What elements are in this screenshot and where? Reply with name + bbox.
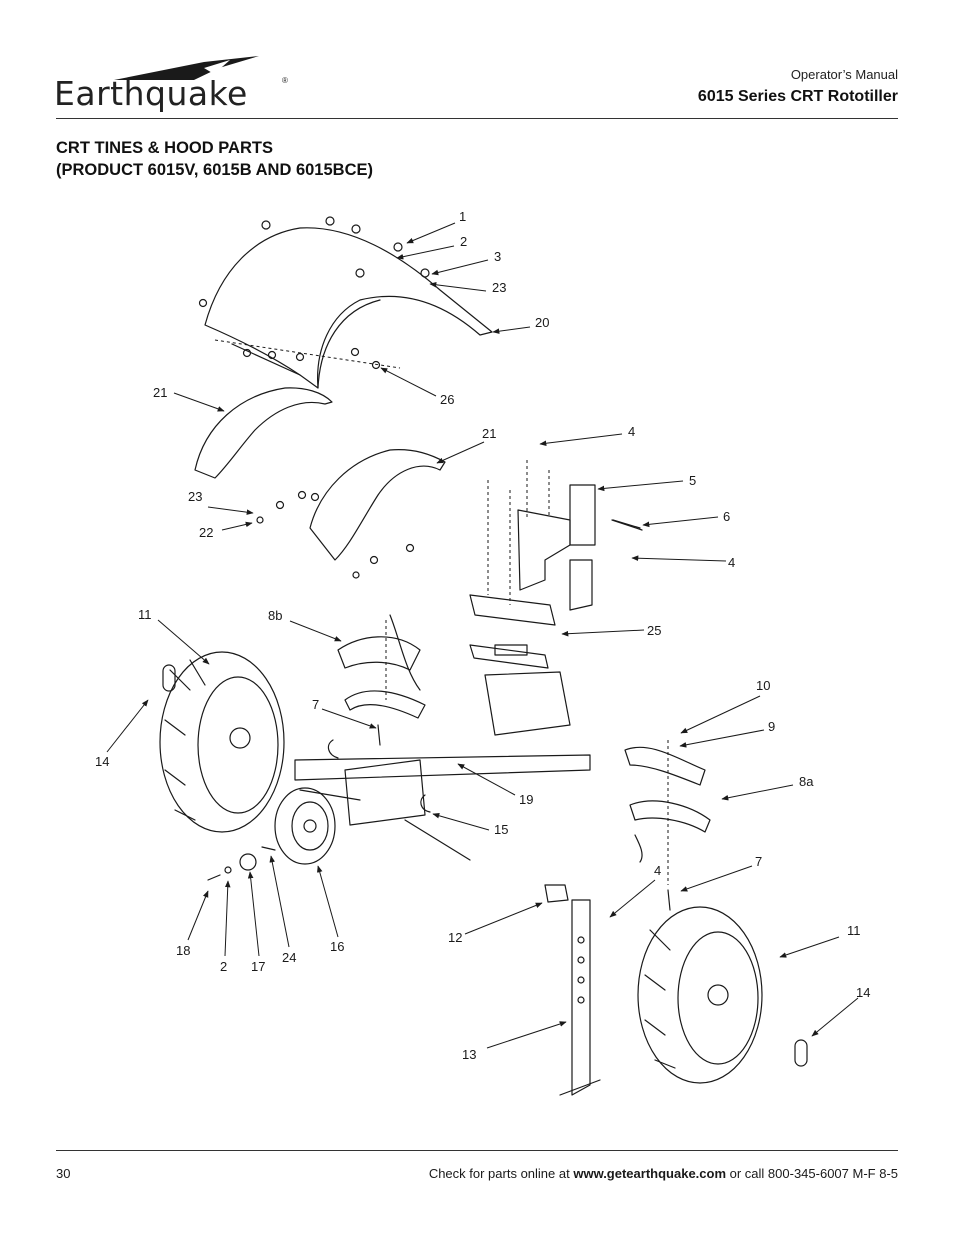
manual-label: Operator’s Manual	[790, 67, 898, 82]
header-divider	[56, 118, 898, 119]
callout-2-lower: 2	[220, 959, 227, 974]
tine-axle-assembly	[294, 671, 591, 861]
callout-4-lower: 4	[728, 555, 735, 570]
series-title: 6015 Series CRT Rototiller	[697, 88, 898, 105]
callout-20: 20	[535, 315, 549, 330]
callout-26: 26	[440, 392, 454, 407]
callout-12: 12	[448, 930, 462, 945]
logo-swoosh-icon	[114, 56, 259, 80]
footer-note: Check for parts online at www.getearthqu…	[429, 1166, 898, 1181]
callout-7-right: 7	[755, 854, 762, 869]
page-title-line1: CRT TINES & HOOD PARTS	[56, 139, 273, 157]
callout-17: 17	[251, 959, 265, 974]
callout-2: 2	[460, 234, 467, 249]
registered-mark: ®	[282, 76, 288, 85]
callout-21: 21	[153, 385, 167, 400]
callout-4-depth: 4	[654, 863, 661, 878]
callout-22: 22	[199, 525, 213, 540]
wheel-right	[637, 906, 763, 1084]
gearbox-gaskets	[469, 594, 556, 669]
brand-name: Earthquake	[54, 74, 248, 113]
callout-1: 1	[459, 209, 466, 224]
small-hardware	[162, 519, 808, 1067]
footer-note-suffix: or call 800-345-6007 M-F 8-5	[729, 1166, 898, 1181]
callout-4: 4	[628, 424, 635, 439]
callout-19: 19	[519, 792, 533, 807]
side-shield-right	[309, 449, 446, 561]
side-shield-left	[194, 387, 333, 479]
callout-9: 9	[768, 719, 775, 734]
callout-25: 25	[647, 623, 661, 638]
callout-23: 23	[492, 280, 506, 295]
callout-10: 10	[756, 678, 770, 693]
brand-logo: Earthquake ®	[54, 54, 294, 113]
callout-3: 3	[494, 249, 501, 264]
alignment-lines	[214, 339, 669, 885]
page-title: CRT TINES & HOOD PARTS (PRODUCT 6015V, 6…	[56, 137, 373, 181]
callout-13: 13	[462, 1047, 476, 1062]
wheel-left	[159, 651, 285, 833]
hitch-bracket	[517, 484, 641, 611]
callout-18: 18	[176, 943, 190, 958]
tiller-hood	[204, 227, 493, 389]
callout-23-lower: 23	[188, 489, 202, 504]
header-right: Operator’s Manual 6015 Series CRT Rototi…	[698, 67, 898, 106]
callout-7: 7	[312, 697, 319, 712]
footer-note-prefix: Check for parts online at	[428, 1166, 570, 1181]
callout-15: 15	[494, 822, 508, 837]
page-title-line2: (PRODUCT 6015V, 6015B AND 6015BCE)	[56, 161, 373, 179]
callout-leaders	[106, 222, 859, 1049]
callout-6: 6	[723, 509, 730, 524]
pulley	[274, 787, 336, 865]
callout-11-right: 11	[847, 923, 861, 938]
tine-set-8a	[624, 746, 711, 863]
callout-16: 16	[330, 939, 344, 954]
depth-bar	[544, 884, 601, 1096]
callout-8b: 8b	[268, 608, 282, 623]
footer-divider	[56, 1150, 898, 1151]
callout-11: 11	[138, 607, 152, 622]
callout-5: 5	[689, 473, 696, 488]
callout-24: 24	[282, 950, 296, 965]
footer-website-link[interactable]: www.getearthquake.com	[573, 1166, 727, 1181]
callout-14-right: 14	[856, 985, 870, 1000]
tine-set-8b	[337, 614, 426, 719]
callout-8a: 8a	[799, 774, 814, 789]
hood-bolts	[198, 216, 430, 579]
callout-14: 14	[95, 754, 109, 769]
page-number: 30	[56, 1166, 71, 1181]
callout-21-right: 21	[482, 426, 496, 441]
